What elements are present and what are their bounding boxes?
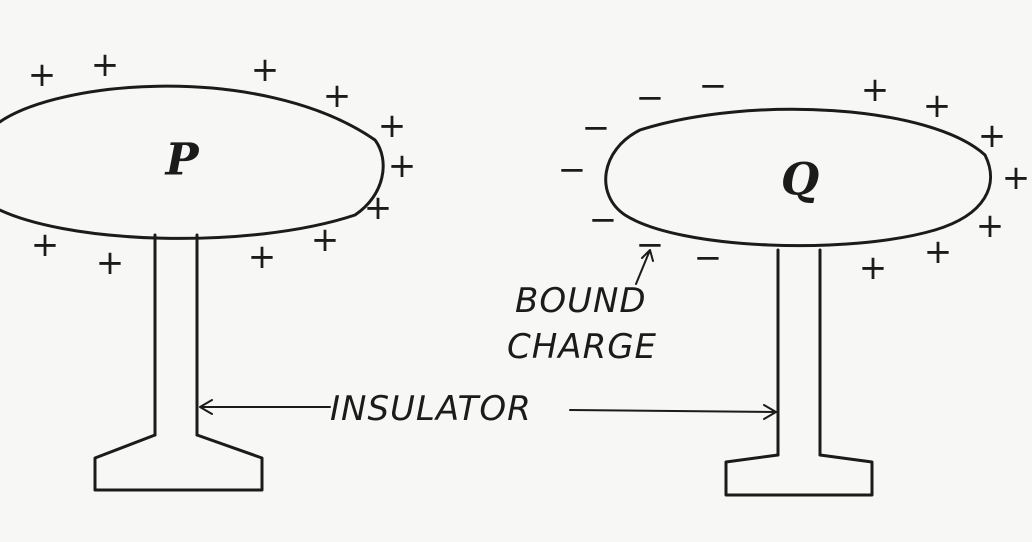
conductor-q-bound-charges: − − − − − − − — [558, 66, 728, 278]
minus-sign: − — [558, 150, 587, 190]
plus-sign: + — [251, 50, 280, 90]
bound-charge-label-line2: CHARGE — [507, 327, 657, 367]
minus-sign: − — [589, 200, 618, 240]
plus-sign: + — [378, 106, 407, 146]
bound-charge-annotation: BOUND CHARGE — [507, 249, 657, 367]
insulator-arrow-left — [199, 399, 331, 415]
plus-sign: + — [31, 225, 60, 265]
plus-sign: + — [976, 206, 1005, 246]
plus-sign: + — [311, 220, 340, 260]
minus-sign: − — [636, 78, 665, 118]
plus-sign: + — [978, 116, 1007, 156]
conductor-q-label: Q — [781, 155, 819, 206]
plus-sign: + — [96, 243, 125, 283]
minus-sign: − — [582, 108, 611, 148]
plus-sign: + — [28, 55, 57, 95]
minus-sign: − — [636, 225, 665, 265]
conductor-q: Q — [604, 107, 992, 497]
conductor-p-body — [0, 84, 385, 240]
minus-sign: − — [694, 238, 723, 278]
conductor-p-stand — [153, 233, 199, 437]
conductor-p: P — [0, 84, 385, 492]
plus-sign: + — [248, 237, 277, 277]
plus-sign: + — [924, 232, 953, 272]
plus-sign: + — [859, 248, 888, 288]
insulator-arrow-right — [569, 404, 777, 420]
conductor-p-charges: + + + + + + + + + + + — [28, 45, 417, 283]
plus-sign: + — [91, 45, 120, 85]
insulator-label: INSULATOR — [330, 389, 532, 429]
plus-sign: + — [388, 146, 417, 186]
plus-sign: + — [1002, 158, 1031, 198]
bound-charge-pointer — [635, 249, 654, 285]
minus-sign: − — [699, 66, 728, 106]
conductor-q-base — [724, 453, 874, 497]
insulator-annotation: INSULATOR — [199, 389, 777, 429]
plus-sign: + — [364, 188, 393, 228]
conductor-q-stand — [776, 248, 822, 457]
conductor-q-free-charges: + + + + + + + — [859, 70, 1031, 288]
conductor-q-body — [604, 107, 992, 248]
bound-charge-label-line1: BOUND — [515, 281, 647, 321]
plus-sign: + — [923, 86, 952, 126]
plus-sign: + — [323, 76, 352, 116]
plus-sign: + — [861, 70, 890, 110]
conductor-p-base — [93, 433, 264, 492]
conductor-p-label: P — [163, 135, 200, 186]
